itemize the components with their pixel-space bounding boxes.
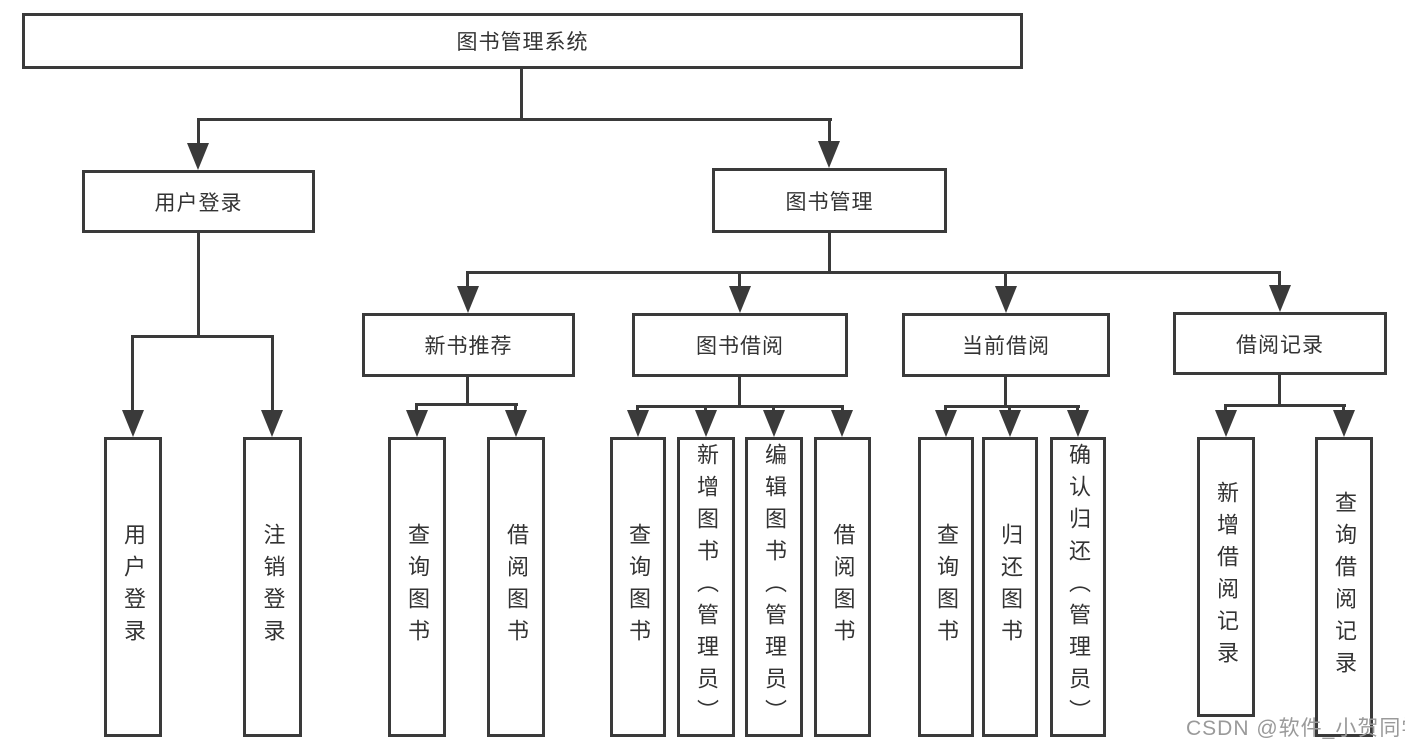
connector-line bbox=[197, 118, 832, 121]
node-current-borrow: 当前借阅 bbox=[902, 313, 1110, 377]
arrowhead-icon bbox=[818, 141, 840, 168]
connector-line bbox=[1278, 375, 1281, 406]
leaf-user-login: 用户登录 bbox=[104, 437, 162, 737]
arrowhead-icon bbox=[935, 410, 957, 437]
leaf-logout: 注销登录 bbox=[243, 437, 302, 737]
connector-line bbox=[415, 403, 518, 406]
node-root: 图书管理系统 bbox=[22, 13, 1023, 69]
connector-line bbox=[197, 118, 200, 148]
connector-line bbox=[131, 335, 274, 338]
connector-line bbox=[1342, 404, 1345, 415]
node-book-management: 图书管理 bbox=[712, 168, 947, 233]
arrowhead-icon bbox=[627, 410, 649, 437]
connector-line bbox=[636, 405, 844, 408]
connector-line bbox=[466, 271, 469, 291]
leaf-borrow-books-recommend: 借阅图书 bbox=[487, 437, 545, 737]
arrowhead-icon bbox=[406, 410, 428, 437]
connector-line bbox=[1224, 404, 1346, 407]
connector-line bbox=[1004, 271, 1007, 291]
arrowhead-icon bbox=[1215, 410, 1237, 437]
arrowhead-icon bbox=[1333, 410, 1355, 437]
arrowhead-icon bbox=[505, 410, 527, 437]
arrowhead-icon bbox=[1067, 410, 1089, 437]
leaf-return-books: 归还图书 bbox=[982, 437, 1038, 737]
connector-line bbox=[738, 271, 741, 291]
arrowhead-icon bbox=[729, 286, 751, 313]
node-new-book-recommend: 新书推荐 bbox=[362, 313, 575, 377]
arrowhead-icon bbox=[995, 286, 1017, 313]
connector-line bbox=[1224, 404, 1227, 415]
arrowhead-icon bbox=[457, 286, 479, 313]
arrowhead-icon bbox=[261, 410, 283, 437]
connector-line bbox=[1004, 377, 1007, 407]
connector-line bbox=[738, 377, 741, 407]
leaf-edit-book-admin: 编辑图书（管理员） bbox=[745, 437, 803, 737]
node-user-login: 用户登录 bbox=[82, 170, 315, 233]
connector-line bbox=[466, 271, 1281, 274]
connector-line bbox=[1278, 271, 1281, 291]
leaf-borrow-books: 借阅图书 bbox=[814, 437, 871, 737]
arrowhead-icon bbox=[187, 143, 209, 170]
node-borrow-records: 借阅记录 bbox=[1173, 312, 1387, 375]
arrowhead-icon bbox=[1269, 285, 1291, 312]
leaf-query-borrow-record: 查询借阅记录 bbox=[1315, 437, 1373, 737]
arrowhead-icon bbox=[122, 410, 144, 437]
arrowhead-icon bbox=[999, 410, 1021, 437]
leaf-query-books-borrow: 查询图书 bbox=[610, 437, 666, 737]
leaf-query-books-current: 查询图书 bbox=[918, 437, 974, 737]
connector-line bbox=[514, 403, 517, 415]
connector-line bbox=[944, 405, 1080, 408]
connector-line bbox=[131, 335, 134, 415]
connector-line bbox=[271, 335, 274, 415]
arrowhead-icon bbox=[831, 410, 853, 437]
arrowhead-icon bbox=[763, 410, 785, 437]
leaf-add-borrow-record: 新增借阅记录 bbox=[1197, 437, 1255, 717]
leaf-add-book-admin: 新增图书（管理员） bbox=[677, 437, 735, 737]
arrowhead-icon bbox=[695, 410, 717, 437]
connector-line bbox=[197, 233, 200, 338]
leaf-query-books-recommend: 查询图书 bbox=[388, 437, 446, 737]
connector-line bbox=[520, 69, 523, 120]
connector-line bbox=[828, 118, 831, 146]
leaf-confirm-return-admin: 确认归还（管理员） bbox=[1050, 437, 1106, 737]
connector-line bbox=[466, 377, 469, 405]
connector-line bbox=[828, 233, 831, 274]
node-book-borrow: 图书借阅 bbox=[632, 313, 848, 377]
connector-line bbox=[415, 403, 418, 415]
csdn-watermark: CSDN @软件_小贺同学 bbox=[1186, 717, 1405, 740]
